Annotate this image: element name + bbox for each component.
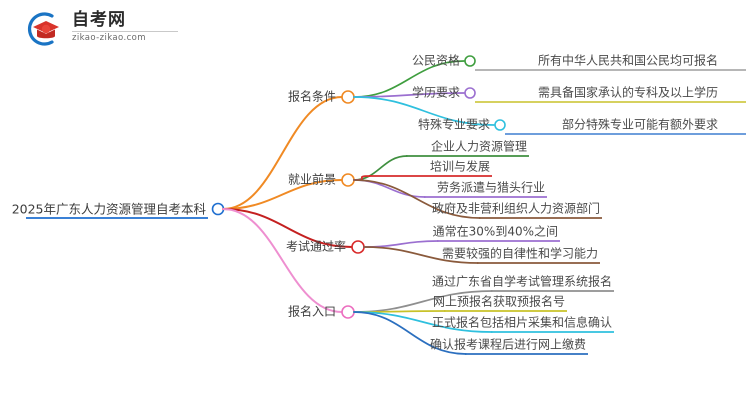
branch-label-0[interactable]: 报名条件 — [287, 89, 336, 104]
site-logo: 自考网 zikao-zikao.com — [24, 8, 184, 50]
branch-edge-1 — [222, 179, 343, 210]
branch-0-leaf-1-detail-label[interactable]: 需具备国家承认的专科及以上学历 — [538, 85, 719, 100]
branch-edge-2 — [222, 208, 353, 248]
branch-node-1[interactable] — [341, 173, 355, 187]
branch-2-leaf-0-label[interactable]: 通常在30%到40%之间 — [432, 224, 558, 239]
branch-label-3[interactable]: 报名入口 — [287, 304, 336, 319]
branch-label-1[interactable]: 就业前景 — [287, 172, 336, 187]
branch-0-leaf-1-label[interactable]: 学历要求 — [411, 85, 460, 100]
branch-2-leaf-0-edge — [363, 240, 439, 248]
branch-0-leaf-0-circle[interactable] — [464, 55, 476, 67]
branch-0-leaf-2-circle[interactable] — [494, 119, 506, 131]
logo-domain: zikao-zikao.com — [72, 33, 146, 43]
branch-0-leaf-0-label[interactable]: 公民资格 — [411, 53, 460, 68]
branch-1-leaf-3-edge — [353, 179, 481, 219]
branch-2-leaf-1-label[interactable]: 需要较强的自律性和学习能力 — [441, 246, 598, 261]
root-node-circle[interactable] — [211, 202, 225, 216]
branch-node-2[interactable] — [351, 240, 365, 254]
branch-0-leaf-0-edge — [353, 60, 465, 98]
branch-3-leaf-0-label[interactable]: 通过广东省自学考试管理系统报名 — [431, 274, 612, 289]
branch-edge-3 — [222, 208, 343, 313]
branch-1-leaf-1-label[interactable]: 培训与发展 — [429, 159, 490, 174]
branch-0-leaf-2-edge — [353, 96, 495, 126]
logo-divider — [72, 31, 178, 32]
branch-0-leaf-1-circle[interactable] — [464, 87, 476, 99]
branch-1-leaf-2-label[interactable]: 劳务派遣与猎头行业 — [436, 180, 545, 195]
branch-3-leaf-3-label[interactable]: 确认报考课程后进行网上缴费 — [429, 337, 586, 352]
branch-1-leaf-0-label[interactable]: 企业人力资源管理 — [430, 139, 527, 154]
branch-1-leaf-2-edge — [353, 179, 426, 198]
root-node-label[interactable]: 2025年广东人力资源管理自考本科 — [11, 201, 206, 217]
logo-text: 自考网 zikao-zikao.com — [72, 10, 182, 43]
branch-3-leaf-2-label[interactable]: 正式报名包括相片采集和信息确认 — [431, 315, 612, 330]
branch-3-leaf-3-edge — [353, 311, 467, 355]
branch-3-leaf-1-label[interactable]: 网上预报名获取预报名号 — [432, 294, 565, 309]
branch-label-2[interactable]: 考试通过率 — [285, 239, 346, 254]
branch-2-leaf-1-edge — [363, 246, 479, 264]
graduation-cap-logo-icon — [24, 10, 64, 48]
branch-3-leaf-2-edge — [353, 311, 493, 333]
branch-edge-0 — [222, 96, 343, 210]
branch-1-leaf-3-label[interactable]: 政府及非营利组织人力资源部门 — [431, 201, 600, 216]
logo-title: 自考网 — [72, 10, 126, 30]
branch-node-0[interactable] — [341, 90, 355, 104]
branch-0-leaf-0-detail-label[interactable]: 所有中华人民共和国公民均可报名 — [538, 53, 719, 68]
branch-node-3[interactable] — [341, 305, 355, 319]
branch-0-leaf-2-detail-label[interactable]: 部分特殊专业可能有额外要求 — [562, 117, 719, 132]
branch-0-leaf-2-label[interactable]: 特殊专业要求 — [417, 117, 490, 132]
